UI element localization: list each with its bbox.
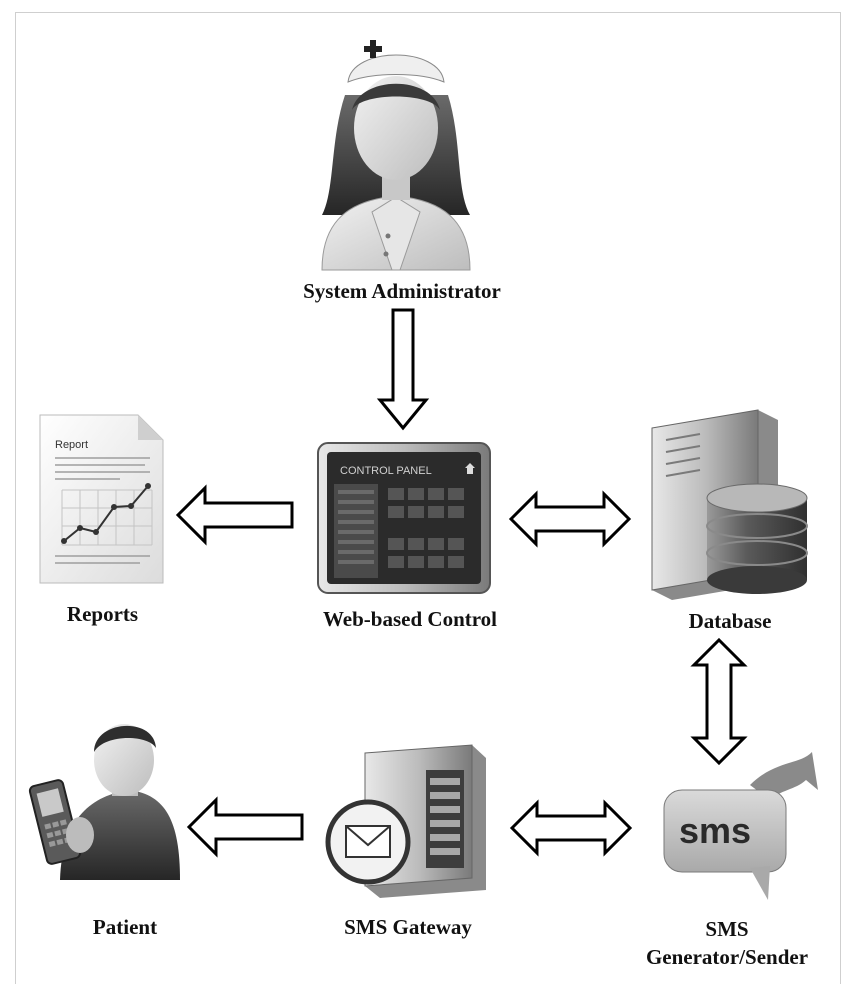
arrow-gateway-sender bbox=[509, 799, 633, 857]
control-panel-text: CONTROL PANEL bbox=[340, 465, 432, 477]
sms-gateway-server-icon bbox=[325, 744, 486, 898]
arrow-admin-to-control bbox=[376, 308, 430, 431]
arrow-database-sender bbox=[690, 637, 748, 766]
patient-phone-icon bbox=[28, 724, 180, 880]
label-patient: Patient bbox=[92, 915, 158, 939]
arrow-control-database bbox=[508, 490, 632, 548]
diagram-frame bbox=[15, 12, 841, 984]
control-panel-icon: CONTROL PANEL bbox=[317, 442, 491, 594]
arrow-control-to-reports bbox=[175, 484, 294, 546]
label-reports: Reports bbox=[66, 602, 139, 626]
report-document-icon: Report bbox=[39, 414, 164, 584]
label-database: Database bbox=[688, 609, 772, 633]
database-server-icon bbox=[651, 409, 808, 600]
arrow-gateway-to-patient bbox=[186, 796, 304, 858]
label-system-administrator: System Administrator bbox=[303, 279, 501, 303]
nurse-icon bbox=[321, 40, 471, 271]
label-sms-generator-sender: SMS Generator/Sender bbox=[645, 917, 809, 969]
report-title-text: Report bbox=[55, 439, 88, 451]
sms-icon-text: sms bbox=[679, 810, 751, 851]
label-web-based-control: Web-based Control bbox=[322, 607, 498, 631]
label-sms-gateway: SMS Gateway bbox=[344, 915, 472, 939]
sms-bubble-icon: sms bbox=[663, 752, 818, 900]
